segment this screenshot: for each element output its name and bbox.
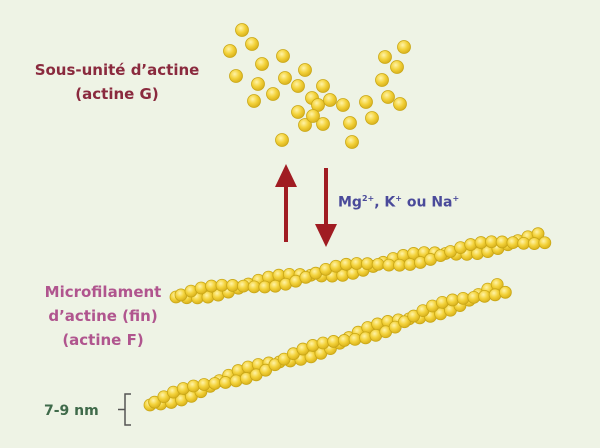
g-actin-subunit	[276, 49, 290, 63]
f-actin-label: Microfilament d’actine (fin) (actine F)	[18, 280, 188, 352]
f-actin-subunit	[219, 376, 232, 389]
ion-k-charge: +	[395, 194, 402, 203]
f-actin-subunit	[208, 377, 222, 390]
g-actin-subunit	[255, 57, 269, 71]
g-actin-subunit	[223, 44, 237, 58]
f-actin-subunit	[371, 257, 385, 271]
ion-na: ou Na	[401, 194, 453, 211]
g-actin-subunit	[381, 90, 395, 104]
g-actin-subunit	[291, 105, 305, 119]
diameter-scale-label: 7-9 nm	[44, 403, 99, 419]
f-actin-subunit	[485, 235, 498, 249]
f-actin-subunit	[467, 290, 481, 304]
g-actin-label: Sous-unité d’actine (actine G)	[22, 58, 212, 106]
g-actin-subunit	[298, 63, 312, 77]
g-actin-subunit	[229, 69, 243, 83]
g-actin-subunit	[251, 77, 265, 91]
f-actin-subunit	[194, 281, 208, 295]
f-actin-subunit	[329, 259, 343, 273]
scale-bracket	[118, 393, 131, 426]
f-actin-subunit	[446, 293, 459, 307]
f-actin-subunit	[350, 257, 364, 270]
f-actin-label-line3: (actine F)	[62, 331, 144, 349]
f-actin-subunit	[247, 280, 261, 294]
f-actin-subunit	[268, 279, 282, 293]
ion-na-charge: +	[452, 194, 460, 203]
polymerization-arrow-down	[315, 168, 337, 247]
f-actin-subunit	[495, 235, 509, 249]
g-actin-subunit	[390, 60, 404, 74]
f-actin-subunit	[197, 378, 211, 391]
f-actin-subunit	[506, 236, 520, 250]
g-actin-subunit	[343, 116, 357, 130]
g-actin-subunit	[298, 118, 312, 132]
f-actin-subunit	[382, 258, 396, 272]
g-actin-subunit	[375, 73, 389, 87]
ions-label: Mg2+, K+ ou Na+	[338, 187, 459, 215]
f-actin-subunit	[517, 236, 531, 250]
ion-mg: Mg	[338, 194, 362, 211]
f-actin-filament-upper	[169, 227, 552, 305]
f-actin-subunit	[316, 336, 330, 350]
ion-k: , K	[374, 194, 396, 211]
f-actin-subunit	[360, 257, 374, 271]
f-actin-subunit	[327, 335, 340, 348]
g-actin-subunit	[345, 135, 359, 149]
f-actin-subunit	[226, 279, 240, 292]
g-actin-subunit	[316, 79, 330, 93]
g-actin-subunit	[365, 111, 379, 125]
g-actin-subunit	[235, 23, 249, 37]
g-actin-subunit	[278, 71, 292, 85]
g-actin-subunit	[359, 95, 373, 109]
f-actin-label-line1: Microfilament	[44, 283, 162, 301]
ion-mg-charge: 2+	[361, 194, 375, 203]
f-actin-filament-lower	[143, 278, 512, 412]
f-actin-subunit	[538, 236, 552, 250]
g-actin-subunit	[378, 50, 392, 64]
f-actin-subunit	[478, 289, 491, 303]
f-actin-subunit	[268, 358, 282, 372]
polymerization-arrow-up	[275, 164, 297, 242]
g-actin-subunit	[245, 37, 259, 51]
f-actin-subunit	[215, 278, 229, 292]
f-actin-subunit	[187, 379, 200, 393]
f-actin-subunit	[236, 279, 250, 293]
f-actin-subunit	[398, 315, 411, 329]
g-actin-subunit	[393, 97, 407, 111]
g-actin-subunit	[266, 87, 280, 101]
g-actin-subunit	[316, 117, 330, 131]
g-actin-subunit	[336, 98, 350, 112]
f-actin-subunit	[337, 334, 351, 347]
g-actin-subunit	[306, 109, 320, 123]
g-actin-subunit	[397, 40, 411, 54]
g-actin-subunit	[291, 79, 305, 93]
f-actin-subunit	[498, 285, 512, 299]
f-actin-subunit	[464, 238, 478, 251]
g-actin-label-line2: (actine G)	[75, 85, 159, 103]
g-actin-subunit	[275, 133, 289, 147]
g-actin-label-line1: Sous-unité d’actine	[34, 61, 200, 79]
f-actin-subunit	[456, 291, 470, 305]
g-actin-subunits	[223, 23, 411, 149]
f-actin-label-line2: d’actine (fin)	[48, 307, 158, 325]
f-actin-subunit	[403, 258, 417, 271]
f-actin-subunit	[348, 332, 362, 346]
g-actin-subunit	[247, 94, 261, 108]
g-actin-subunit	[323, 93, 337, 107]
